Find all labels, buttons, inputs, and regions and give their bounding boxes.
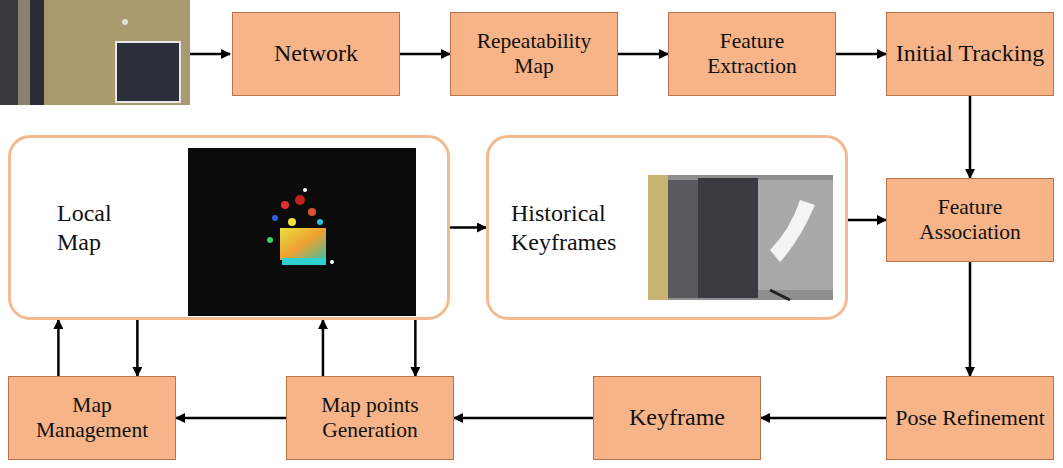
box-label: Network [268, 40, 364, 68]
box-label: Initial Tracking [890, 40, 1051, 68]
flow-arrow [969, 96, 972, 178]
flow-arrow [322, 320, 325, 376]
keyframe-photos [648, 175, 833, 300]
panel-label: Historical Keyframes [511, 199, 646, 257]
flow-arrow [136, 320, 139, 376]
local-map-render [188, 148, 416, 316]
map-panel: Historical Keyframes [486, 135, 848, 320]
flow-arrow [450, 226, 486, 229]
process-box: Initial Tracking [886, 12, 1054, 96]
box-label: Keyframe [623, 404, 731, 432]
process-box: Map Management [8, 376, 176, 460]
flow-arrow [414, 320, 417, 376]
box-label: Feature Extraction [669, 29, 835, 78]
flow-arrow [969, 262, 972, 376]
process-box: Network [232, 12, 400, 96]
flow-arrow [761, 417, 886, 420]
process-box: Feature Extraction [668, 12, 836, 96]
map-panel: Local Map [8, 135, 450, 320]
process-box: Feature Association [886, 178, 1054, 262]
flow-arrow [400, 53, 450, 56]
input-arrow [190, 53, 230, 56]
flow-arrow [57, 320, 60, 376]
flow-arrow [176, 417, 286, 420]
box-label: Feature Association [887, 195, 1053, 244]
flow-arrow [848, 219, 886, 222]
process-box: Repeatability Map [450, 12, 618, 96]
process-box: Pose Refinement [886, 376, 1054, 460]
box-label: Pose Refinement [889, 405, 1051, 430]
process-box: Keyframe [593, 376, 761, 460]
flow-arrow [618, 53, 668, 56]
flow-arrow [836, 53, 886, 56]
process-box: Map points Generation [286, 376, 454, 460]
panel-label: Local Map [57, 199, 132, 257]
box-label: Repeatability Map [451, 29, 617, 78]
box-label: Map Management [9, 393, 175, 442]
box-label: Map points Generation [287, 393, 453, 442]
flow-arrow [454, 417, 593, 420]
input-frames [0, 0, 190, 105]
